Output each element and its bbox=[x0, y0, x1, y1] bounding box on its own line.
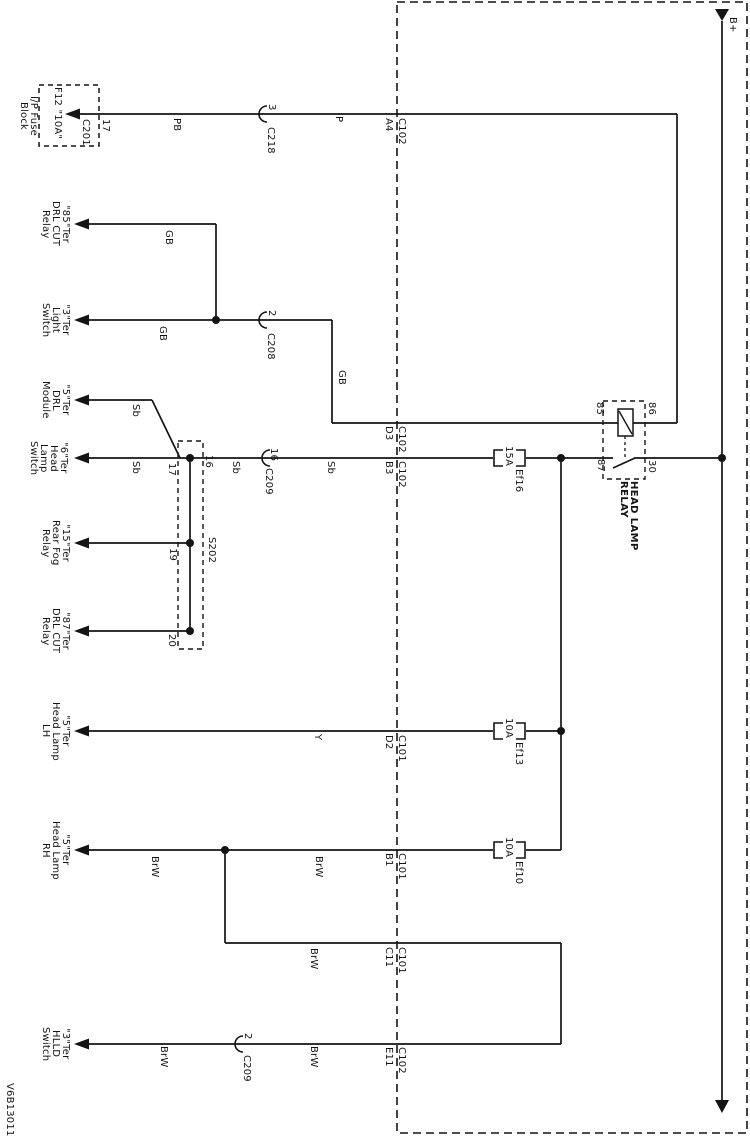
connector-c201-label: C201 bbox=[80, 119, 91, 146]
splice-pin-19: 19 bbox=[167, 548, 178, 562]
crossing-a4-conn: C102 bbox=[396, 118, 407, 145]
terminal-5ter-drl-module: "5"Ter DRL Module bbox=[40, 381, 71, 419]
wire-color-gb-row85: GB bbox=[163, 230, 174, 246]
relay-pin-87: 87 bbox=[595, 459, 606, 473]
head-lamp-relay-box bbox=[602, 400, 646, 480]
fuse-ef13-name: Ef13 bbox=[513, 742, 524, 766]
crossing-a4-pin: A4 bbox=[383, 118, 394, 132]
wire-lines bbox=[79, 21, 723, 1101]
connector-c209-head-pin: 16 bbox=[268, 448, 279, 462]
splice-pin-17: 17 bbox=[166, 463, 177, 477]
crossing-c11-pin: C11 bbox=[383, 947, 394, 968]
splice-pin-16: 16 bbox=[203, 455, 214, 469]
terminal-87ter-drl-cut-relay: "87"Ter DRL CUT Relay bbox=[40, 608, 71, 654]
junction-dots bbox=[186, 316, 726, 854]
crossing-b3-pin: B3 bbox=[383, 461, 394, 475]
fuse-ef16-rating: 15A bbox=[503, 446, 514, 467]
connector-c208-pin: 2 bbox=[266, 310, 277, 317]
terminal-6ter-head-lamp-switch: "6"Ter Head Lamp Switch bbox=[28, 440, 69, 476]
b-plus-feed-triangle bbox=[715, 9, 729, 21]
wire-color-sb-right: Sb bbox=[325, 461, 336, 475]
ip-fuse-block-label: I/P Fuse Block bbox=[18, 95, 39, 137]
terminal-85ter-drl-cut-relay: "85"Ter DRL CUT Relay bbox=[40, 201, 71, 247]
wire-color-sb-drl-module: Sb bbox=[130, 404, 141, 418]
relay-pin-85: 85 bbox=[594, 402, 605, 416]
connector-c218-pin: 3 bbox=[266, 104, 277, 111]
crossing-d3-conn: C102 bbox=[396, 426, 407, 453]
connector-c208-name: C208 bbox=[265, 333, 276, 360]
head-lamp-relay-name: HEAD LAMP RELAY bbox=[618, 481, 639, 551]
connector-c209-hlld-name: C209 bbox=[241, 1055, 252, 1082]
wire-color-y: Y bbox=[312, 734, 323, 741]
wire-color-gb-light-switch: GB bbox=[157, 326, 168, 342]
drawing-number: V6B13011 bbox=[4, 1083, 15, 1136]
crossing-d2-conn: C101 bbox=[396, 735, 407, 762]
connector-c201-pin: 17 bbox=[100, 119, 111, 133]
wire-color-brw-branch: BrW bbox=[308, 948, 319, 970]
terminal-3ter-light-switch: "3"Ter Light Switch bbox=[40, 302, 71, 338]
crossing-b1-conn: C101 bbox=[396, 853, 407, 880]
wire-color-pb: PB bbox=[171, 118, 182, 132]
connector-c218-name: C218 bbox=[265, 127, 276, 154]
relay-coil-diagonal bbox=[618, 410, 633, 435]
splice-pin-20: 20 bbox=[166, 634, 177, 648]
relay-switch-blade bbox=[612, 457, 636, 469]
b-plus-label: B+ bbox=[727, 17, 738, 33]
relay-pin-86: 86 bbox=[646, 402, 657, 416]
fuse-ef16-name: Ef16 bbox=[513, 469, 524, 493]
connector-c209-hlld-pin: 2 bbox=[242, 1033, 253, 1040]
harness-boundary-box bbox=[396, 1, 748, 1134]
fuse-ef13-rating: 10A bbox=[503, 718, 514, 739]
crossing-d2-pin: D2 bbox=[383, 735, 394, 750]
ip-fuse-block-box bbox=[38, 84, 100, 147]
terminal-3ter-hlld-switch: "3"Ter HLLD Switch bbox=[40, 1026, 71, 1062]
fuse-f12-label: F12 "10A" bbox=[52, 87, 63, 140]
fuse-symbols bbox=[493, 449, 526, 859]
wire-color-brw-rh-right: BrW bbox=[313, 856, 324, 878]
crossing-d3-pin: D3 bbox=[383, 426, 394, 441]
fuse-ef10-rating: 10A bbox=[503, 837, 514, 858]
splice-s202-name: S202 bbox=[206, 537, 217, 564]
crossing-e11-pin: E11 bbox=[383, 1047, 394, 1067]
crossing-e11-conn: C102 bbox=[396, 1047, 407, 1074]
fuse-ef10-name: Ef10 bbox=[513, 861, 524, 885]
wire-color-brw-rh-left: BrW bbox=[149, 856, 160, 878]
connector-c209-head-name: C209 bbox=[263, 468, 274, 495]
wire-color-sb-left: Sb bbox=[130, 461, 141, 475]
wire-color-gb-vertical: GB bbox=[336, 370, 347, 386]
wire-color-p: P bbox=[333, 116, 344, 123]
splice-s202-box bbox=[177, 440, 204, 650]
crossing-b3-conn: C102 bbox=[396, 461, 407, 488]
crossing-c11-conn: C101 bbox=[396, 947, 407, 974]
wire-color-brw-hlld-right: BrW bbox=[308, 1046, 319, 1068]
terminal-5ter-head-lamp-rh: "5"Ter Head Lamp RH bbox=[40, 820, 71, 880]
b-plus-down-arrowhead bbox=[715, 1100, 729, 1113]
terminal-5ter-head-lamp-lh: "5"Ter Head Lamp LH bbox=[40, 701, 71, 761]
wire-color-brw-hlld-left: BrW bbox=[158, 1046, 169, 1068]
crossing-b1-pin: B1 bbox=[383, 853, 394, 867]
terminal-arrowheads bbox=[65, 108, 89, 1050]
terminal-15ter-rear-fog-relay: "15"Ter Rear Fog Relay bbox=[40, 520, 71, 566]
connector-arc-symbols bbox=[234, 105, 271, 1053]
relay-pin-30: 30 bbox=[646, 460, 657, 474]
wire-color-sb-mid: Sb bbox=[230, 461, 241, 475]
